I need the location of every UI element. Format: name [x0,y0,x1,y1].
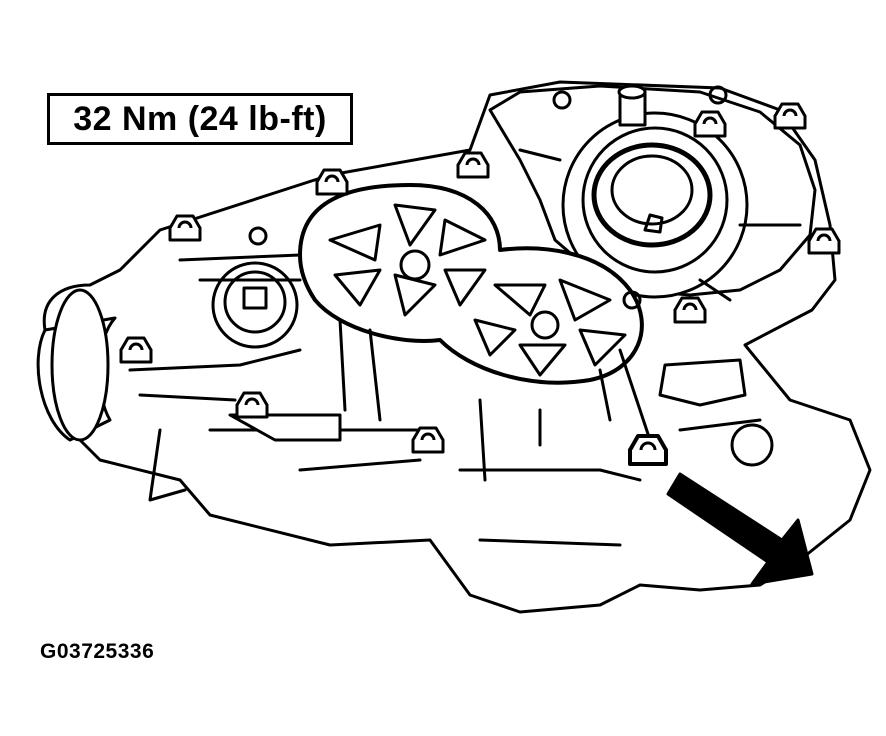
bolt [693,110,727,138]
top-boss-cap [617,84,647,100]
figure-id-label: G03725336 [40,640,155,663]
shift-port-inner [223,270,287,334]
small-hole-3 [622,290,642,310]
lower-tab [228,413,342,442]
bolt [315,168,349,196]
cover-plate-ribs-left [328,203,487,317]
right-mount-bracket [658,358,747,407]
bolt [235,391,269,419]
bolt [673,296,707,324]
bolt [168,214,202,242]
bolt [411,426,445,454]
small-hole-2 [708,85,728,105]
bolt-group [119,102,841,466]
right-mount-hole [730,423,774,467]
torque-spec-box: 32 Nm (24 lb-ft) [47,93,353,145]
output-seal-lip [591,142,713,248]
output-seal-bore [610,154,694,226]
small-hole-4 [248,226,268,246]
torque-spec-label: 32 Nm (24 lb-ft) [73,99,327,138]
left-output-flange [50,288,110,442]
bolt-highlighted [628,434,668,466]
small-hole-1 [552,90,572,110]
left-bracket [148,428,187,502]
output-seal-ring [581,126,729,274]
bolt [456,151,490,179]
bolt [119,336,153,364]
cover-plate-ribs-right [473,278,627,377]
bolt [773,102,807,130]
bolt [807,227,841,255]
shift-shaft-square [242,286,268,310]
seal-tab [643,213,664,234]
pointer-arrow [666,472,814,586]
